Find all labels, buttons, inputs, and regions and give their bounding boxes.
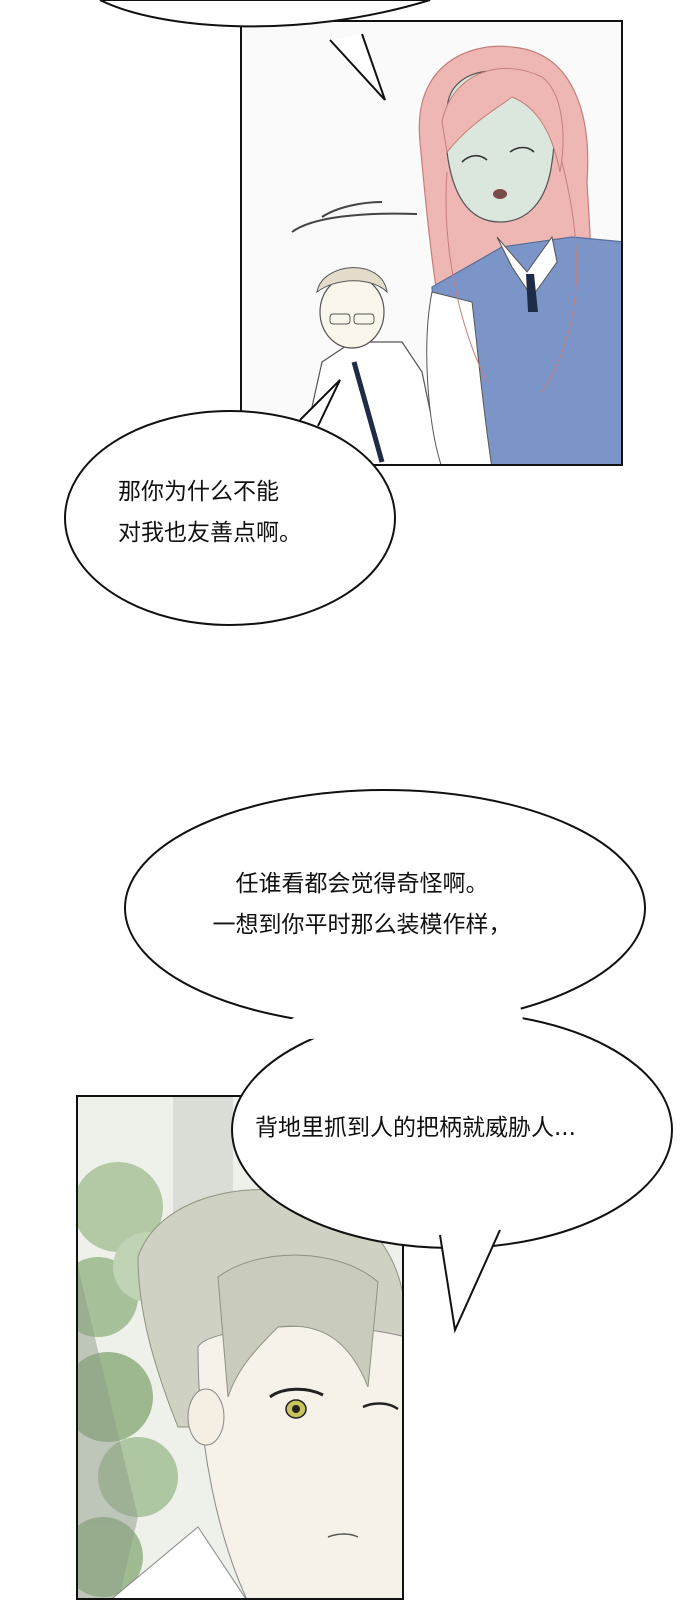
bubble-third-text: 背地里抓到人的把柄就威胁人... xyxy=(255,1108,576,1149)
bubble-line: 背地里抓到人的把柄就威胁人... xyxy=(255,1115,576,1141)
bubble-first xyxy=(64,410,396,626)
top-panel xyxy=(240,20,623,466)
bubble-line: 对我也友善点啊。 xyxy=(118,520,302,546)
girl-figure xyxy=(418,45,621,464)
motion-line xyxy=(291,212,418,233)
bubble-second-text: 任谁看都会觉得奇怪啊。 一想到你平时那么装模作样， xyxy=(172,864,552,946)
bottom-panel-art xyxy=(78,1097,402,1598)
motion-line xyxy=(321,201,383,218)
bottom-panel xyxy=(76,1095,404,1600)
bubble-line: 任谁看都会觉得奇怪啊。 xyxy=(235,871,489,897)
bubble-top-partial xyxy=(99,0,431,28)
bubble-tail xyxy=(299,379,341,427)
bubble-line: 那你为什么不能 xyxy=(118,479,279,505)
bubble-tail xyxy=(439,1229,501,1334)
bubble-tail xyxy=(329,33,386,101)
bubble-first-text: 那你为什么不能 对我也友善点啊。 xyxy=(118,472,302,554)
top-panel-art xyxy=(242,22,621,464)
boy-figure xyxy=(293,267,442,464)
bubble-line: 一想到你平时那么装模作样， xyxy=(212,912,512,938)
